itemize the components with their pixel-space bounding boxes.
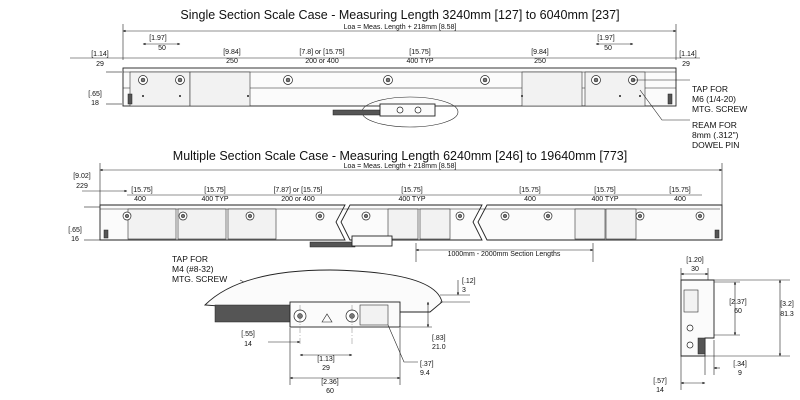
note-line: M6 (1/4-20) [692, 94, 736, 104]
dim-label: [15.75] [401, 187, 422, 194]
dim-label: 250 [534, 58, 546, 65]
section-lengths-label: 1000mm - 2000mm Section Lengths [448, 251, 561, 258]
dim-label: [2.36] [321, 379, 339, 386]
dim-label: 29 [322, 365, 330, 372]
dim-label: 400 [674, 196, 686, 203]
single-section-title: Single Section Scale Case - Measuring Le… [180, 8, 619, 22]
dim-label: 400 TYP [591, 196, 618, 203]
dim-label: [.55] [241, 331, 255, 338]
note-line: TAP FOR [692, 84, 728, 94]
dim-label: [2.37] [729, 299, 747, 306]
dim-label: 29 [96, 61, 104, 68]
dim-label: [1.14] [91, 51, 109, 58]
dim-label: [.34] [733, 361, 747, 368]
detail-view: TAP FOR M4 (#8-32) MTG. SCREW [.12] 3 [.… [172, 254, 476, 395]
dim-label: 16 [71, 236, 79, 243]
dim-label: 200 or 400 [305, 58, 339, 65]
note-tap-m6: TAP FOR M6 (1/4-20) MTG. SCREW [692, 84, 747, 114]
note-line: 8mm (.312") [692, 130, 739, 140]
dim-label: [9.02] [73, 173, 91, 180]
multiple-section-title: Multiple Section Scale Case - Measuring … [173, 149, 627, 163]
dim-label: [15.75] [594, 187, 615, 194]
dim-label: [.57] [653, 378, 667, 385]
dim-label: [9.84] [223, 49, 241, 56]
dim-label: 229 [76, 183, 88, 190]
dim-label: [.37] [420, 361, 434, 368]
dim-label: 50 [158, 45, 166, 52]
note-tap-m4: TAP FOR M4 (#8-32) MTG. SCREW [172, 254, 227, 284]
dim-label: [9.84] [531, 49, 549, 56]
dim-label: [7.8] or [15.75] [299, 49, 344, 56]
dim-label: 21.0 [432, 344, 446, 351]
dim-label: [15.75] [409, 49, 430, 56]
dim-label: 14 [244, 341, 252, 348]
dim-label: 250 [226, 58, 238, 65]
dim-label: 14 [656, 387, 664, 394]
end-view: [1.20] 30 [2.37] 60 [3.2] 81.3 [.34] 9 [… [653, 257, 794, 394]
single-section-view: Loa = Meas. Length + 218mm [8.58] [1.14]… [70, 24, 700, 128]
dim-label: [15.75] [131, 187, 152, 194]
dim-label: [1.20] [686, 257, 704, 264]
dim-label: 400 [524, 196, 536, 203]
dim-label: 400 [134, 196, 146, 203]
dim-label: 50 [604, 45, 612, 52]
multiple-section-view: Loa = Meas. Length + 218mm [8.58] [9.02]… [68, 163, 723, 262]
dim-label: 9 [738, 370, 742, 377]
dim-label: 18 [91, 100, 99, 107]
note-ream-8mm: REAM FOR 8mm (.312") DOWEL PIN [692, 120, 739, 150]
loa-label-multiple: Loa = Meas. Length + 218mm [8.58] [344, 163, 457, 170]
dim-label: [1.13] [317, 356, 335, 363]
dim-label: [7.87] or [15.75] [273, 187, 322, 194]
dim-label: 60 [326, 388, 334, 395]
note-line: REAM FOR [692, 120, 737, 130]
dim-label: [15.75] [519, 187, 540, 194]
dim-label: [.83] [432, 335, 446, 342]
dim-label: [15.75] [204, 187, 225, 194]
note-line: MTG. SCREW [692, 104, 747, 114]
dim-label: 400 TYP [201, 196, 228, 203]
dim-label: [15.75] [669, 187, 690, 194]
dim-label: 60 [734, 308, 742, 315]
note-line: DOWEL PIN [692, 140, 739, 150]
dim-label: [.65] [88, 91, 102, 98]
loa-label-single: Loa = Meas. Length + 218mm [8.58] [344, 24, 457, 31]
dim-label: 200 or 400 [281, 196, 315, 203]
dim-label: [1.14] [679, 51, 697, 58]
dim-label: 81.3 [780, 311, 794, 318]
dim-label: 29 [682, 61, 690, 68]
note-line: MTG. SCREW [172, 274, 227, 284]
dim-label: 30 [691, 266, 699, 273]
dim-label: [.65] [68, 227, 82, 234]
dim-label: 400 TYP [398, 196, 425, 203]
dim-label: 9.4 [420, 370, 430, 377]
dim-label: 400 TYP [406, 58, 433, 65]
note-line: TAP FOR [172, 254, 208, 264]
note-line: M4 (#8-32) [172, 264, 214, 274]
dim-label: [1.97] [149, 35, 167, 42]
dim-label: [3.2] [780, 301, 794, 308]
dim-label: [.12] [462, 278, 476, 285]
dim-label: 3 [462, 287, 466, 294]
dim-label: [1.97] [597, 35, 615, 42]
